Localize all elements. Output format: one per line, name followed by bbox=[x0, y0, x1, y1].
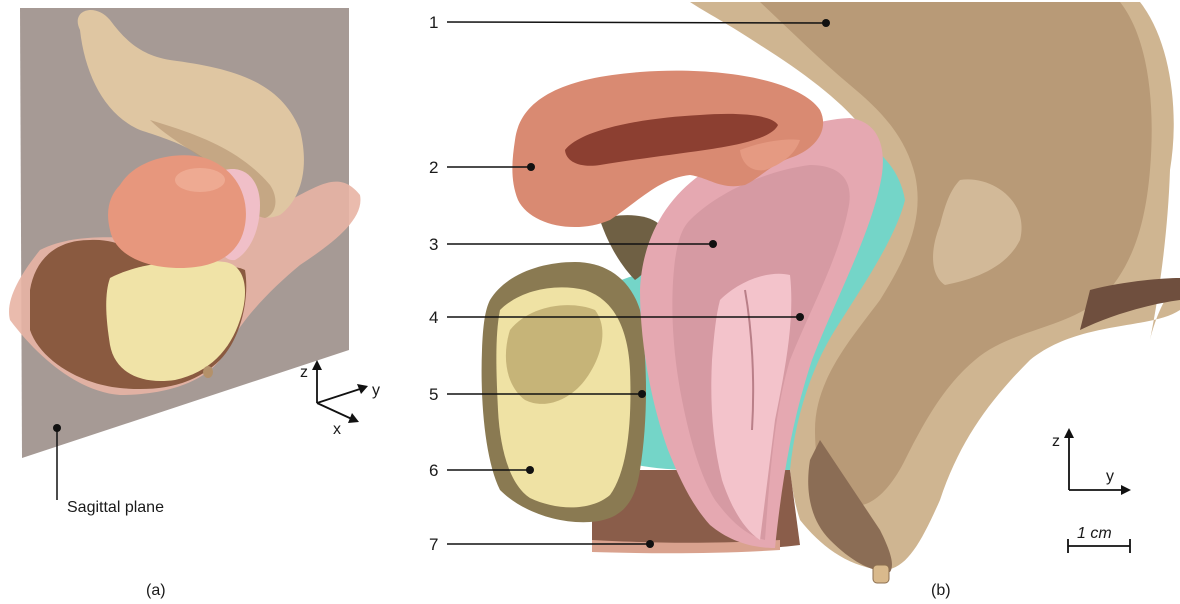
urethra-stub-a bbox=[203, 366, 213, 378]
uterus-highlight-a bbox=[175, 168, 225, 192]
label-4: 4 bbox=[429, 308, 438, 327]
axes-triad-a bbox=[317, 365, 363, 420]
label-5: 5 bbox=[429, 385, 438, 404]
sagittal-plane-label: Sagittal plane bbox=[67, 499, 164, 516]
leader-1 bbox=[447, 22, 826, 23]
label-3: 3 bbox=[429, 235, 438, 254]
axes-arrowheads-b bbox=[1064, 428, 1131, 495]
label-2: 2 bbox=[429, 158, 438, 177]
axis-y-label-a: y bbox=[372, 382, 380, 399]
dot-5 bbox=[638, 390, 646, 398]
panel-a: Sagittal plane z y x (a) bbox=[9, 8, 380, 599]
axis-y-label-b: y bbox=[1106, 468, 1114, 485]
panel-b-caption: (b) bbox=[931, 582, 951, 599]
dot-2 bbox=[527, 163, 535, 171]
scale-bar-label: 1 cm bbox=[1077, 525, 1112, 542]
panel-a-caption: (a) bbox=[146, 582, 166, 599]
label-6: 6 bbox=[429, 461, 438, 480]
dot-6 bbox=[526, 466, 534, 474]
axis-z-label-b: z bbox=[1052, 433, 1060, 450]
dot-3 bbox=[709, 240, 717, 248]
panel-b: 1 2 3 4 5 6 7 z y 1 cm (b) bbox=[429, 2, 1180, 599]
axis-z-label-a: z bbox=[300, 364, 308, 381]
axis-x-label-a: x bbox=[333, 421, 341, 438]
dot-7 bbox=[646, 540, 654, 548]
axes-b bbox=[1069, 435, 1124, 490]
dot-4 bbox=[796, 313, 804, 321]
label-1: 1 bbox=[429, 13, 438, 32]
urethra-stub-b bbox=[873, 565, 889, 583]
label-7: 7 bbox=[429, 535, 438, 554]
dot-1 bbox=[822, 19, 830, 27]
